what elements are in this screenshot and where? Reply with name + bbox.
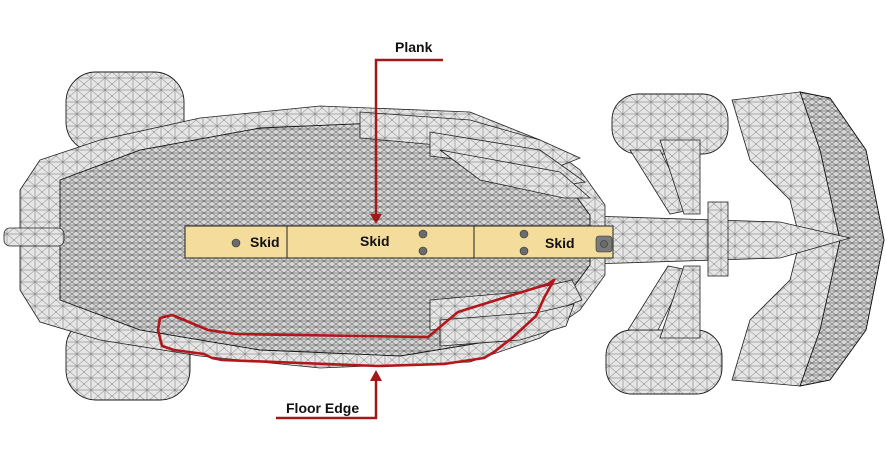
floor-edge-callout: Floor Edge (276, 370, 382, 420)
skid-label-1: Skid (250, 234, 280, 250)
skid-bolt (418, 229, 428, 239)
plank: Skid Skid Skid (184, 225, 614, 259)
front-right-wheel (605, 329, 723, 395)
lower-bargeboards (429, 279, 583, 347)
plank-label: Plank (395, 39, 433, 55)
skid-label-3: Skid (545, 235, 575, 251)
floor-edge-label: Floor Edge (286, 400, 359, 416)
plank-callout: Plank (370, 39, 443, 224)
skid-bolt (231, 238, 241, 248)
skid-bolt (519, 246, 529, 256)
upper-bargeboards (359, 111, 592, 199)
skid-label-2: Skid (360, 233, 390, 249)
skid-bolt (519, 229, 529, 239)
front-suspension (627, 139, 701, 339)
skid-bolt (418, 246, 428, 256)
rear-crash-structure (3, 227, 65, 247)
nose-cone (589, 201, 851, 277)
floor-edge-outline (156, 278, 556, 368)
skid-bolt (600, 240, 608, 248)
